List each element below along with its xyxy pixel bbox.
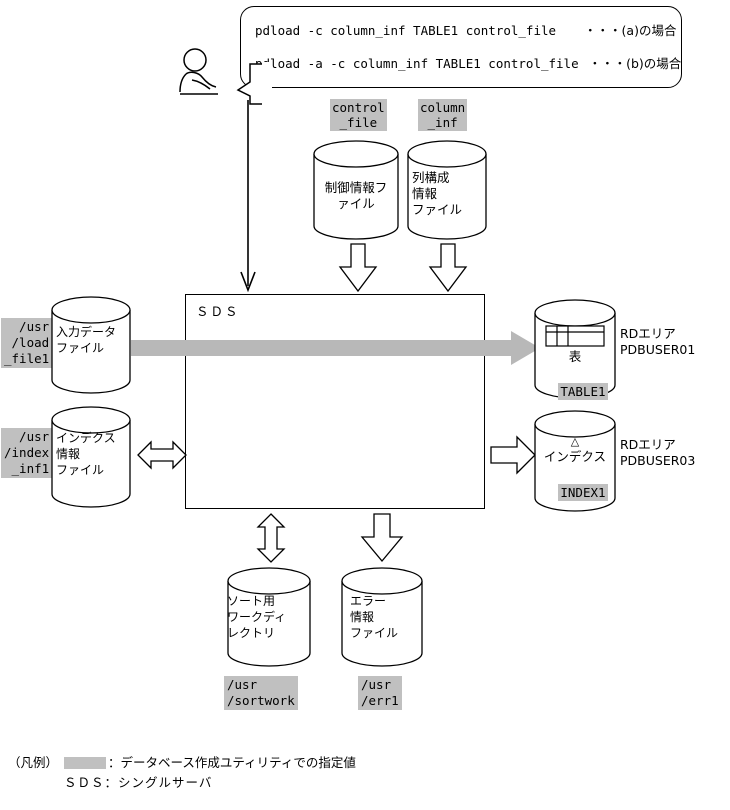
command-note-b: ・・・(b)の場合 [588,56,682,71]
error-info-file-cylinder: エラー 情報 ファイル [340,567,424,669]
index-name-wrap: INDEX1 [533,468,617,517]
command-text-a: pdload -c column_inf TABLE1 control_file [255,23,557,38]
input-data-file-cylinder: 入力データ ファイル [50,296,132,396]
index-info-bidirectional-arrow-icon [137,440,187,470]
index-output-arrow-icon [490,435,536,475]
sds-server-box [185,294,485,509]
person-icon [179,48,218,95]
sort-work-directory-cylinder: ソート用 ワークディ レクトリ [226,567,312,669]
column-inf-cylinder: 列構成 情報 ファイル [406,140,488,240]
table-rd-area-cylinder: 表 TABLE1 [533,299,617,401]
error-info-output-arrow-icon [360,513,404,563]
command-input-arrow-icon [240,100,256,293]
error-info-file-path: /usr /err1 [358,676,402,710]
index-info-file-cylinder: インデクス 情報 ファイル [50,406,132,510]
legend-sds-description: ＳＤＳ：シングルサーバ [64,775,213,790]
index-kind-label: インデクス [543,449,607,464]
command-text-b: pdload -a -c column_inf TABLE1 control_f… [255,56,579,71]
column-inf-input-arrow-icon [428,243,468,293]
table-name-wrap: TABLE1 [533,367,617,416]
speech-bubble-tail-icon [236,62,272,106]
index-info-file-path: /usr /index _inf1 [1,428,53,478]
index-rd-area-caption: RDエリア PDBUSER03 [620,437,696,468]
sort-work-directory-caption: ソート用 ワークディ レクトリ [227,594,287,640]
sds-label: ＳＤＳ [196,304,240,319]
legend-title: （凡例） [8,755,59,770]
control-file-label-wrap: control _file [330,99,387,132]
input-data-file-path: /usr /load _file1 [1,318,53,368]
index-name-label: INDEX1 [558,484,608,501]
command-note-a: ・・・(a)の場合 [584,23,677,38]
control-file-input-arrow-icon [338,243,378,293]
table-name-label: TABLE1 [558,383,608,400]
command-line-a: pdload -c column_inf TABLE1 control_file… [255,20,676,39]
control-file-cylinder-caption: 制御情報フ ァイル [324,180,388,211]
index-triangle-icon: △ [570,435,580,448]
sort-work-bidirectional-arrow-icon [256,513,286,563]
column-inf-label: column _inf [418,99,468,131]
error-info-file-caption: エラー 情報 ファイル [350,594,399,640]
column-inf-cylinder-caption: 列構成 情報 ファイル [412,170,463,217]
column-inf-label-wrap: column _inf [418,99,468,132]
command-line-b: pdload -a -c column_inf TABLE1 control_f… [255,53,681,72]
input-data-file-caption: 入力データ ファイル [56,325,117,355]
index-info-file-caption: インデクス 情報 ファイル [56,431,116,477]
legend-color-swatch [64,757,106,769]
control-file-cylinder: 制御情報フ ァイル [312,140,400,240]
control-file-label: control _file [330,99,387,131]
table-rd-area-caption: RDエリア PDBUSER01 [620,326,696,357]
command-speech-bubble: pdload -c column_inf TABLE1 control_file… [240,6,682,88]
data-flow-arrow-icon [131,331,540,365]
table-kind-label: 表 [568,349,582,364]
index-rd-area-cylinder: △ インデクス INDEX1 [533,410,617,514]
legend-swatch-description: ：データベース作成ユティリティでの指定値 [108,755,356,770]
sort-work-directory-path: /usr /sortwork [224,676,298,710]
